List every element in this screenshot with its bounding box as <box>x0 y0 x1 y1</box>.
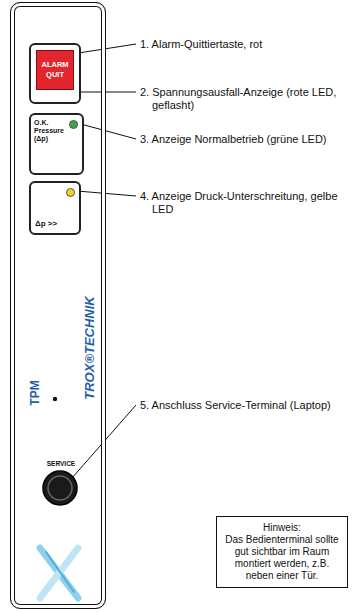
leader-line <box>72 405 136 478</box>
leader-line <box>72 44 136 54</box>
leader-line <box>77 123 136 139</box>
terminal-panel: TROX®TECHNIK TPM SERVICE ALARM QUIT O.K. Pre… <box>10 2 106 609</box>
leader-lines <box>72 44 136 478</box>
led <box>66 188 75 197</box>
callout-text: 2. Spannungsausfall-Anzeige (rote LED, g… <box>140 86 340 112</box>
socket-label: SERVICE <box>47 460 75 467</box>
led <box>69 120 78 129</box>
leader-line <box>74 92 136 93</box>
callout-text: 3. Anzeige Normalbetrieb (grüne LED) <box>140 133 340 146</box>
indicator-dot <box>53 397 57 401</box>
note-heading: Hinweis: <box>223 522 341 534</box>
callout-text: 4. Anzeige Druck-Unterschreitung, gelbe … <box>140 190 340 216</box>
button-text: O.K. Pressure (Δp) <box>34 119 70 143</box>
pressure-ok-button: O.K. Pressure (Δp) <box>29 113 84 175</box>
callout-text: 1. Alarm-Quittiertaste, rot <box>140 38 340 51</box>
service-socket <box>43 471 77 505</box>
leader-line <box>77 191 136 196</box>
callout-text: 5. Anschluss Service-Terminal (Laptop) <box>140 399 340 412</box>
service-socket-ring <box>48 476 72 500</box>
note-box: Hinweis:Das Bedienterminal sollte gut si… <box>216 516 348 588</box>
button-text: Δp >> <box>35 219 57 228</box>
note-text: Das Bedienterminal sollte gut sichtbar i… <box>223 534 341 582</box>
x-logo <box>40 548 78 598</box>
pressure-low-button: Δp >> <box>29 181 81 235</box>
alarm-button: ALARM QUIT <box>29 43 81 104</box>
button-text: ALARM QUIT <box>36 50 74 90</box>
model-name: TPM <box>28 380 42 405</box>
brand-name: TROX®TECHNIK <box>82 296 97 399</box>
